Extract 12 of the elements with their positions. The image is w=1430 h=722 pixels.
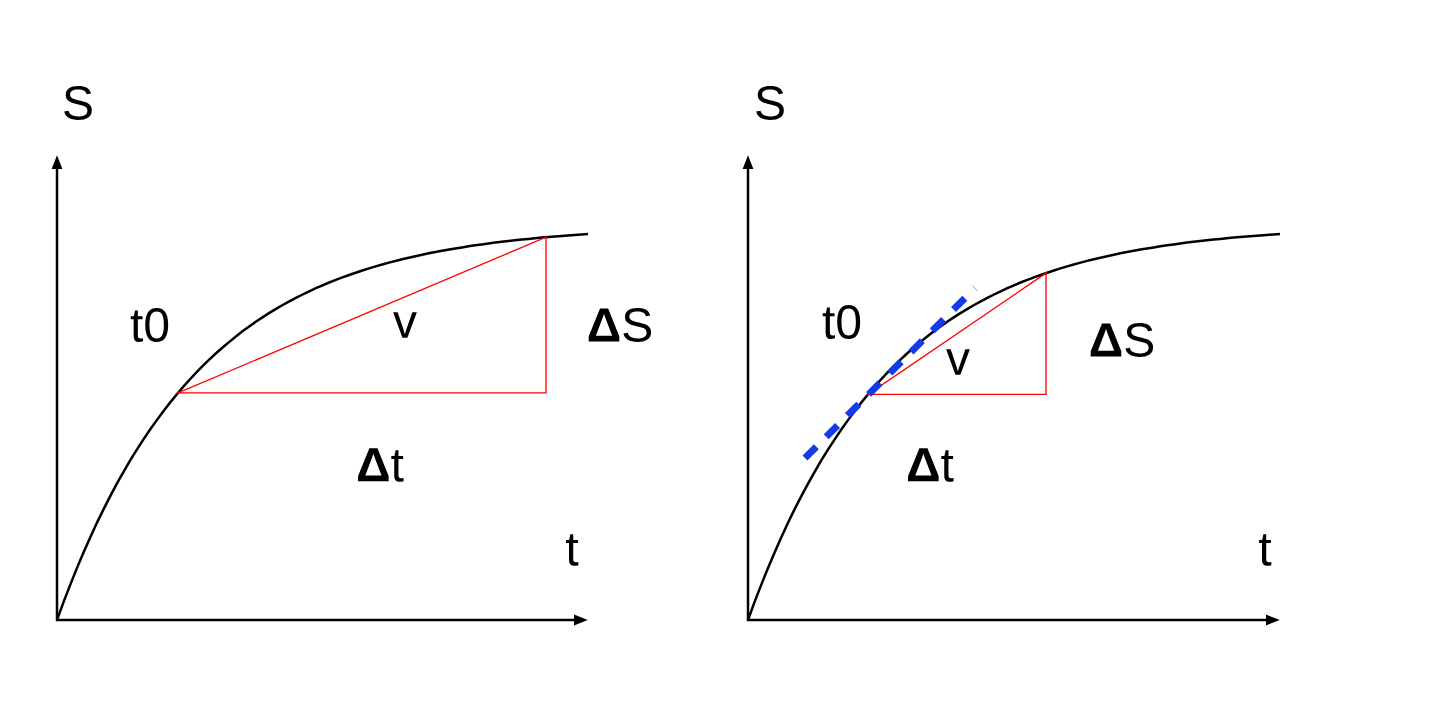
axis-label: t0 — [130, 308, 169, 342]
axis-label: S — [64, 86, 92, 120]
axis-label: v — [946, 349, 970, 375]
axis-label: ΔS — [1090, 323, 1154, 357]
axis-label: v — [393, 312, 417, 338]
axis-label: Δt — [358, 448, 404, 482]
axis-label: t — [566, 534, 579, 566]
axis-label: t0 — [822, 305, 861, 339]
axis-label: Δt — [908, 448, 954, 482]
axis-label: ΔS — [588, 308, 652, 342]
axis-label: t — [1259, 534, 1272, 566]
axis-label: S — [756, 86, 784, 120]
